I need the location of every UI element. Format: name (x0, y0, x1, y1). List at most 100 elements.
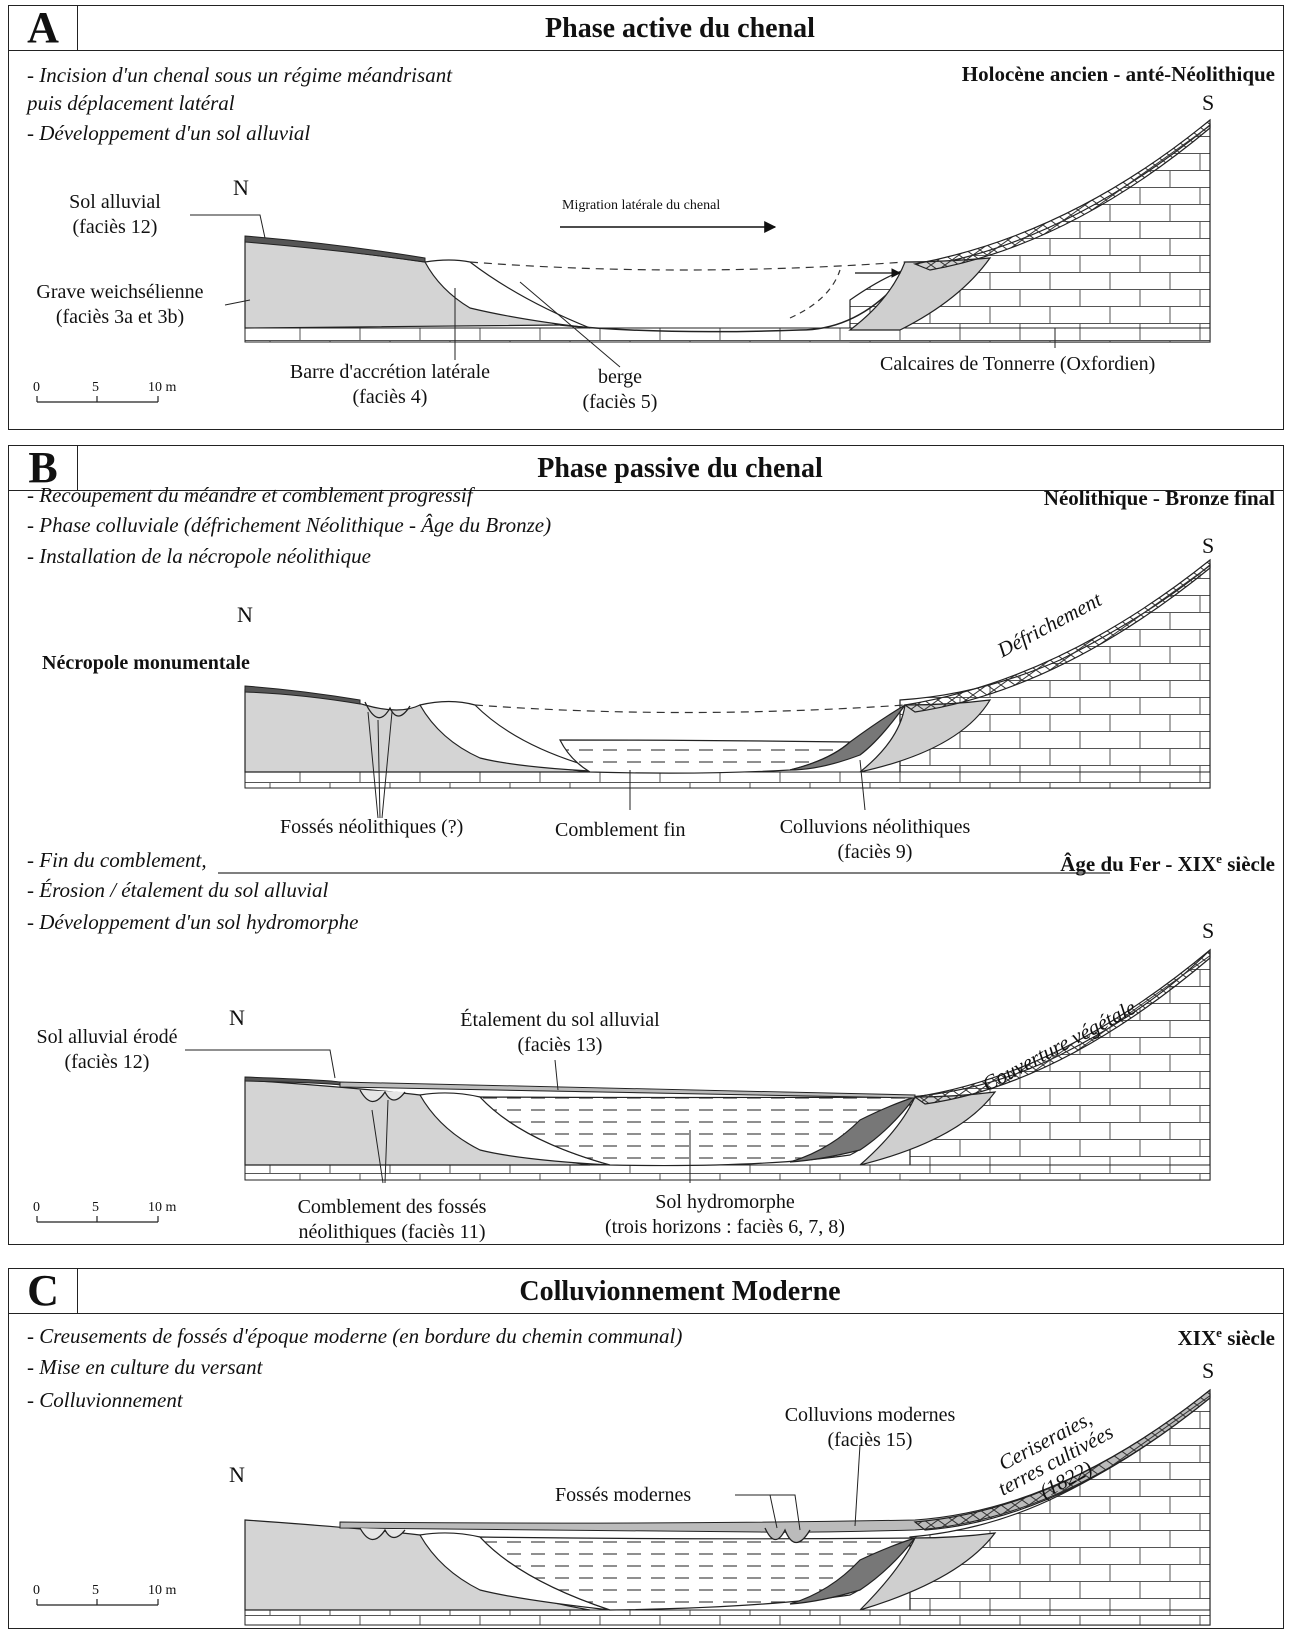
ditch-infill (359, 1527, 406, 1541)
period-label-2: Âge du Fer - XIXe siècle (1060, 851, 1275, 877)
panel-letter: B (9, 446, 78, 491)
label-colluvions-neolithiques: Colluvions néolithiques (faciès 9) (760, 815, 990, 865)
scale-tick-10: 10 m (148, 1583, 177, 1598)
label-line: (faciès 12) (64, 1051, 150, 1073)
cross-section-a (36, 118, 1211, 403)
process-bullet: - Fin du comblement, (27, 848, 207, 872)
neolithic-colluvium (789, 1095, 917, 1163)
label-line: (faciès 4) (352, 386, 428, 408)
label-line: (trois horizons : faciès 6, 7, 8) (605, 1216, 845, 1238)
label-calcaires: Calcaires de Tonnerre (Oxfordien) (880, 353, 1156, 375)
slope-cover (912, 118, 1211, 271)
period-end: siècle (1221, 852, 1275, 876)
label-line: Colluvions néolithiques (779, 816, 971, 838)
scale-tick-0: 0 (33, 1583, 40, 1598)
soil-spread (339, 1081, 916, 1099)
panel-title: Colluvionnement Moderne (77, 1269, 1283, 1314)
label-line: Sol hydromorphe (655, 1191, 795, 1213)
channel-floor (559, 274, 906, 333)
bedrock-base (244, 1164, 1211, 1181)
scale-tick-5: 5 (92, 1200, 99, 1215)
former-level (474, 704, 906, 714)
label-line: (faciès 3a et 3b) (55, 306, 185, 328)
cross-section-b-neolithic (218, 558, 1211, 874)
neolithic-colluvium (789, 1536, 917, 1605)
period-label: Néolithique - Bronze final (1043, 486, 1275, 510)
label-fosses-modernes: Fossés modernes (555, 1484, 692, 1506)
hydromorphic-soil (478, 1536, 917, 1611)
label-line: Sol alluvial (69, 191, 161, 213)
hydromorphic-soil (478, 1096, 917, 1167)
ditch-infill (359, 1089, 406, 1103)
scale-bar (36, 396, 159, 403)
period-sup: e (1216, 1325, 1222, 1340)
panel-a: A Phase active du chenal - Incision d'un… (8, 5, 1284, 430)
panel-b: B Phase passive du chenal - Recoupement … (8, 445, 1284, 1245)
label-line: (faciès 9) (837, 841, 913, 863)
label-line: Étalement du sol alluvial (460, 1009, 660, 1031)
former-level (469, 261, 906, 271)
process-bullet: - Mise en culture du versant (27, 1355, 263, 1379)
label-line: Colluvions modernes (784, 1404, 956, 1426)
leader-line (367, 711, 393, 819)
leader-line (371, 1099, 389, 1184)
slope-cover (913, 1388, 1211, 1531)
scale-tick-10: 10 m (148, 380, 177, 395)
label-sol-erode: Sol alluvial érodé (faciès 12) (22, 1025, 192, 1075)
label-line: (faciès 12) (72, 216, 158, 238)
label-line: néolithiques (faciès 11) (298, 1221, 486, 1243)
label-migration: Migration latérale du chenal (562, 198, 721, 213)
scale-bar (36, 1599, 159, 1606)
panel-letter: C (9, 1269, 78, 1314)
process-bullet: puis déplacement latéral (27, 91, 235, 115)
process-bullet: - Développement d'un sol alluvial (27, 121, 311, 145)
leader-line (735, 1494, 801, 1531)
scale-tick-5: 5 (92, 380, 99, 395)
limestone-bedrock (909, 948, 1211, 1181)
neolithic-colluvium (789, 704, 906, 771)
label-sol-alluvial: Sol alluvial (faciès 12) (50, 190, 180, 240)
slope-cover (903, 558, 1211, 713)
process-bullet: - Creusements de fossés d'époque moderne… (27, 1324, 683, 1348)
label-line: (faciès 15) (827, 1429, 913, 1451)
period-label: Holocène ancien - anté-Néolithique (961, 62, 1275, 86)
label-fosses-neolithiques: Fossés néolithiques (?) (280, 816, 464, 838)
alluvial-soil (244, 235, 426, 263)
north-marker: N (229, 1005, 245, 1030)
bedrock-base (244, 327, 1211, 343)
neolithic-ditch (364, 701, 411, 719)
period-label: XIXe siècle (1178, 1325, 1275, 1351)
leader-line (859, 759, 866, 811)
migration-path (789, 269, 841, 319)
process-bullet: - Recoupement du méandre et comblement p… (27, 483, 473, 507)
panel-title: Phase active du chenal (77, 6, 1283, 51)
north-marker: N (237, 602, 253, 627)
scale-bar (36, 1216, 159, 1223)
leader-line (554, 1059, 559, 1091)
label-line: berge (597, 366, 643, 388)
leader-line (224, 299, 251, 306)
period-main: Âge du Fer - XIX (1060, 852, 1217, 876)
scale-tick-0: 0 (33, 1200, 40, 1215)
south-marker: S (1202, 533, 1215, 558)
cross-section-b-iron-age (36, 948, 1211, 1223)
north-marker: N (229, 1462, 245, 1487)
leader-line (519, 281, 621, 368)
label-necropole: Nécropole monumentale (42, 652, 250, 674)
label-line: (faciès 5) (582, 391, 658, 413)
period-sup: e (1216, 851, 1222, 866)
period-main: XIX (1177, 1326, 1217, 1350)
scale-tick-0: 0 (33, 380, 40, 395)
modern-ditch (764, 1527, 811, 1544)
panel-c: C Colluvionnement Moderne - Creusements … (8, 1268, 1284, 1629)
process-bullet: - Érosion / étalement du sol alluvial (27, 878, 329, 902)
process-bullet: - Colluvionnement (27, 1388, 183, 1412)
label-line: (faciès 13) (517, 1034, 603, 1056)
leader-line (854, 1444, 861, 1527)
label-line: Sol alluvial érodé (36, 1026, 178, 1048)
bedrock-base (244, 771, 1211, 789)
process-bullet: - Installation de la nécropole néolithiq… (27, 544, 371, 568)
scale-tick-5: 5 (92, 1583, 99, 1598)
label-line: Barre d'accrétion latérale (289, 361, 491, 383)
